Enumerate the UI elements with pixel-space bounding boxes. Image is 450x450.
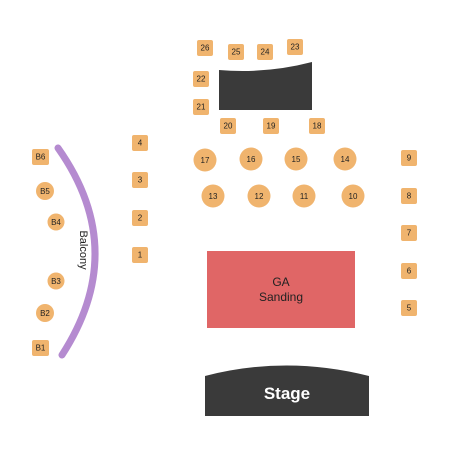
section-6[interactable]: 6: [401, 263, 417, 279]
svg-text:17: 17: [201, 156, 210, 165]
section-20[interactable]: 20: [220, 118, 236, 134]
svg-text:23: 23: [291, 43, 300, 52]
table-16[interactable]: 16: [239, 147, 263, 171]
section-5[interactable]: 5: [401, 300, 417, 316]
svg-text:22: 22: [197, 75, 206, 84]
balcony-rail: [54, 144, 99, 359]
section-4[interactable]: 4: [132, 135, 148, 151]
section-9[interactable]: 9: [401, 150, 417, 166]
ga-label-line1: GA: [272, 275, 289, 289]
svg-text:B2: B2: [40, 309, 50, 318]
svg-text:7: 7: [407, 229, 412, 238]
table-15[interactable]: 15: [284, 147, 308, 171]
section-22[interactable]: 22: [193, 71, 209, 87]
section-19[interactable]: 19: [263, 118, 279, 134]
section-25[interactable]: 25: [228, 44, 244, 60]
section-3[interactable]: 3: [132, 172, 148, 188]
table-10[interactable]: 10: [341, 184, 365, 208]
svg-text:19: 19: [267, 122, 276, 131]
svg-text:B3: B3: [51, 277, 61, 286]
section-8[interactable]: 8: [401, 188, 417, 204]
box-b4[interactable]: B4: [47, 213, 65, 231]
box-b1[interactable]: B1: [32, 340, 49, 356]
svg-text:21: 21: [197, 103, 206, 112]
ga-label-line2: Sanding: [259, 290, 303, 304]
svg-text:8: 8: [407, 192, 412, 201]
table-13[interactable]: 13: [201, 184, 225, 208]
svg-text:26: 26: [201, 44, 210, 53]
ga-floor[interactable]: GA Sanding: [207, 251, 355, 328]
section-1[interactable]: 1: [132, 247, 148, 263]
svg-text:16: 16: [247, 155, 256, 164]
svg-text:25: 25: [232, 48, 241, 57]
svg-text:1: 1: [138, 251, 143, 260]
svg-text:3: 3: [138, 176, 143, 185]
stage-label: Stage: [264, 384, 310, 403]
svg-text:9: 9: [407, 154, 412, 163]
section-21[interactable]: 21: [193, 99, 209, 115]
svg-text:12: 12: [255, 192, 264, 201]
section-2[interactable]: 2: [132, 210, 148, 226]
section-24[interactable]: 24: [257, 44, 273, 60]
table-12[interactable]: 12: [247, 184, 271, 208]
balcony-label: Balcony: [77, 230, 89, 270]
svg-text:20: 20: [224, 122, 233, 131]
box-b6[interactable]: B6: [32, 149, 49, 165]
stage: Stage: [205, 365, 369, 416]
box-b3[interactable]: B3: [47, 272, 65, 290]
section-23[interactable]: 23: [287, 39, 303, 55]
svg-text:24: 24: [261, 48, 270, 57]
svg-text:11: 11: [300, 192, 309, 201]
table-14[interactable]: 14: [333, 147, 357, 171]
upper-platform: [219, 62, 312, 110]
box-b2[interactable]: B2: [36, 304, 54, 322]
section-18[interactable]: 18: [309, 118, 325, 134]
svg-text:15: 15: [292, 155, 301, 164]
svg-text:B4: B4: [51, 218, 61, 227]
section-7[interactable]: 7: [401, 225, 417, 241]
table-11[interactable]: 11: [292, 184, 316, 208]
svg-text:2: 2: [138, 214, 143, 223]
svg-text:14: 14: [341, 155, 350, 164]
svg-text:6: 6: [407, 267, 412, 276]
section-26[interactable]: 26: [197, 40, 213, 56]
svg-text:4: 4: [138, 139, 143, 148]
svg-text:B5: B5: [40, 187, 50, 196]
box-b5[interactable]: B5: [36, 182, 54, 200]
table-17[interactable]: 17: [193, 148, 217, 172]
svg-text:5: 5: [407, 304, 412, 313]
svg-text:18: 18: [313, 122, 322, 131]
svg-text:13: 13: [209, 192, 218, 201]
svg-text:B6: B6: [36, 153, 46, 162]
svg-text:10: 10: [349, 192, 358, 201]
svg-text:B1: B1: [36, 344, 46, 353]
